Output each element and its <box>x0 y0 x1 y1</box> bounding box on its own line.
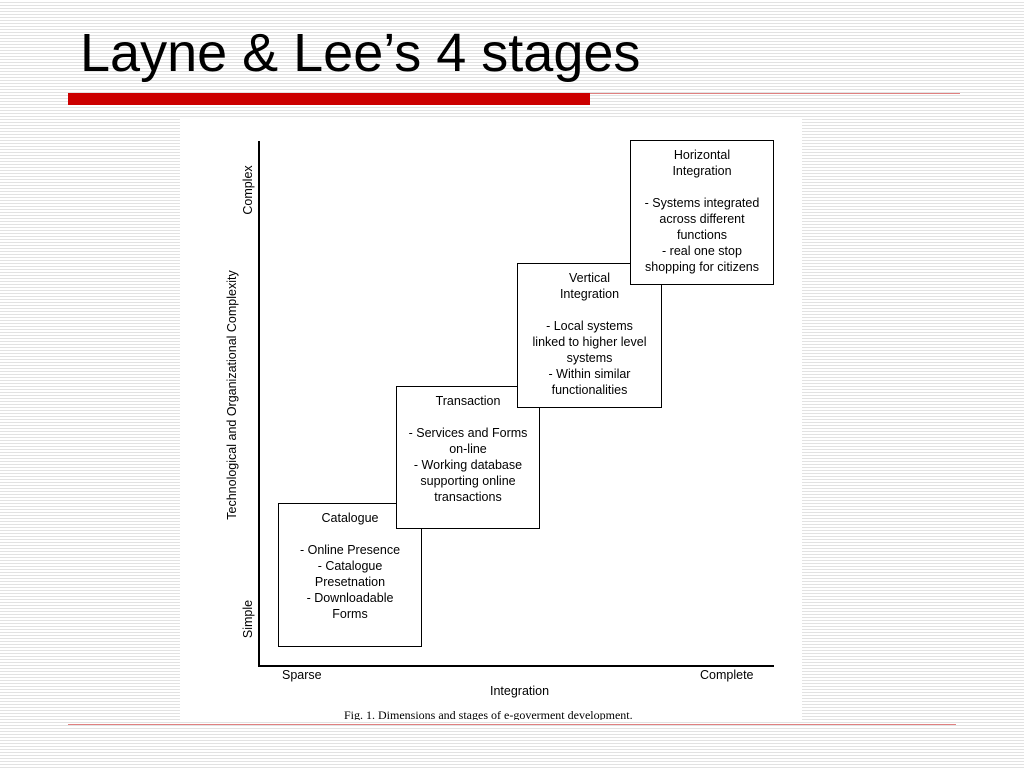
stage-detail-line: - Within similar <box>548 367 631 381</box>
y-axis-line <box>258 141 260 667</box>
stage-detail-line: - Local systems <box>546 319 633 333</box>
title-accent-bar <box>68 93 590 105</box>
y-axis-title: Technological and Organizational Complex… <box>225 270 239 520</box>
stage-box-vertical-integration: Vertical Integration - Local systems lin… <box>517 263 662 408</box>
stage-detail-line: - Online Presence <box>299 543 401 557</box>
stage-detail-line: - Working database <box>413 458 523 472</box>
x-axis-right-label: Complete <box>700 668 754 682</box>
stage-detail-line: - Downloadable <box>306 591 394 605</box>
stage-detail-line: - Systems integrated <box>644 196 760 210</box>
stage-detail-line: across different <box>659 212 745 226</box>
x-axis-title: Integration <box>490 684 550 698</box>
stage-detail-line: linked to higher level <box>532 335 647 349</box>
stages-figure: Complex Technological and Organizational… <box>180 117 802 720</box>
stage-detail-line: - Catalogue <box>317 559 383 573</box>
stage-detail-line: on-line <box>449 442 487 456</box>
stage-detail-line: supporting online <box>420 474 516 488</box>
stage-name: Horizontal Integration <box>672 148 732 178</box>
y-axis-bottom-label: Simple <box>241 599 255 639</box>
slide-title: Layne & Lee’s 4 stages <box>80 23 641 83</box>
stage-detail-line: Presetnation <box>314 575 386 589</box>
stage-name: Catalogue <box>321 511 379 525</box>
stage-detail-line: functionalities <box>551 383 628 397</box>
stage-detail-line: transactions <box>434 490 502 504</box>
stage-box-horizontal-integration: Horizontal Integration - Systems integra… <box>630 140 774 285</box>
stage-detail-line: - real one stop <box>662 244 742 258</box>
footer-rule <box>68 724 956 725</box>
x-axis-line <box>258 665 774 667</box>
stage-detail-line: - Services and Forms <box>408 426 528 440</box>
y-axis-top-label: Complex <box>241 165 255 215</box>
stage-name: Vertical Integration <box>559 271 620 301</box>
stage-box-transaction: Transaction - Services and Forms on-line… <box>396 386 540 529</box>
stage-detail-line: Forms <box>332 607 368 621</box>
stage-detail-line: shopping for citizens <box>645 260 759 274</box>
stage-detail-line: systems <box>566 351 613 365</box>
stage-name: Transaction <box>435 394 501 408</box>
figure-caption: Fig. 1. Dimensions and stages of e-gover… <box>344 708 633 720</box>
stage-detail-line: functions <box>676 228 728 242</box>
title-underline <box>590 93 960 94</box>
x-axis-left-label: Sparse <box>282 668 322 682</box>
